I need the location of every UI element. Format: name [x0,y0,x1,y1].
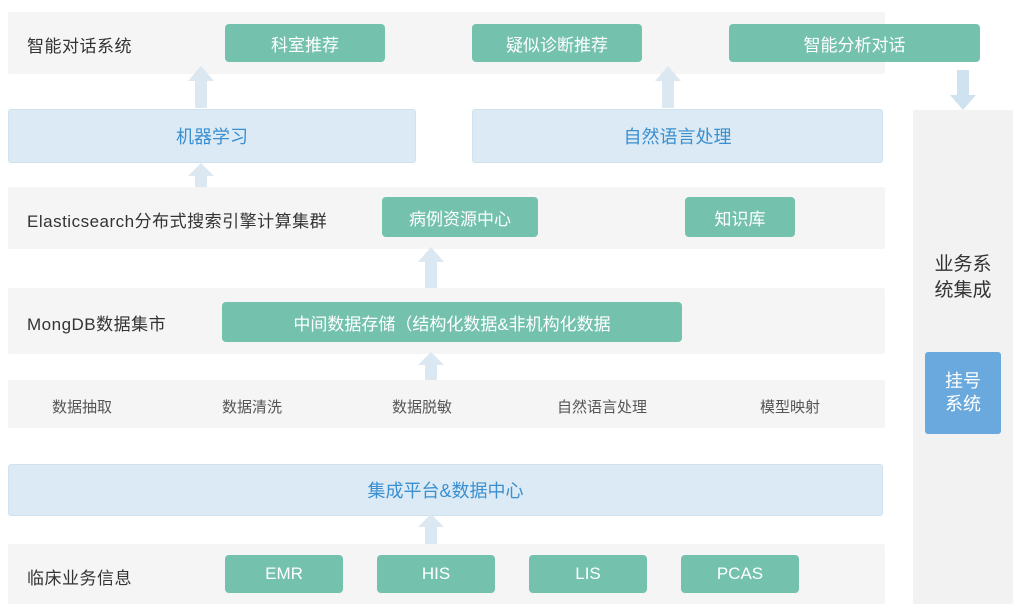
band-label-elasticsearch: Elasticsearch分布式搜索引擎计算集群 [27,212,328,231]
right-column-title-line2: 统集成 [934,279,992,301]
pill-case-resource-center[interactable]: 病例资源中心 [382,197,538,237]
registration-system-line2: 系统 [945,394,981,414]
pill-emr[interactable]: EMR [225,555,343,593]
pill-intelligent-analysis-dialog[interactable]: 智能分析对话 [729,24,980,62]
box-registration-system[interactable]: 挂号 系统 [925,352,1001,434]
pill-suspected-diagnosis-recommend[interactable]: 疑似诊断推荐 [472,24,642,62]
arrow-up-midstore-to-case-center [418,247,444,292]
right-column-title: 业务系 统集成 [918,252,1008,303]
arrow-up-ml-to-dialog [188,66,214,108]
band-label-dialog-system: 智能对话系统 [27,37,132,56]
arrow-up-clinical-to-platform [418,514,444,544]
box-machine-learning[interactable]: 机器学习 [8,109,416,163]
band-label-clinical-info: 临床业务信息 [27,569,132,588]
band-process [8,380,885,428]
pill-lis[interactable]: LIS [529,555,647,593]
band-label-mongodb: MongDB数据集市 [27,315,167,334]
box-nlp[interactable]: 自然语言处理 [472,109,883,163]
box-integration-platform[interactable]: 集成平台&数据中心 [8,464,883,516]
arrow-up-nlp-to-dialog [655,66,681,108]
proc-item-data-cleaning: 数据清洗 [222,399,283,416]
proc-item-model-mapping: 模型映射 [760,399,821,416]
proc-item-nlp: 自然语言处理 [557,399,648,416]
pill-pcas[interactable]: PCAS [681,555,799,593]
arrow-up-process-to-midstore [418,352,444,382]
proc-item-data-extract: 数据抽取 [52,399,113,416]
pill-department-recommend[interactable]: 科室推荐 [225,24,385,62]
right-column-title-line1: 业务系 [934,254,992,275]
arrow-down-to-business-systems [950,70,976,110]
arrow-up-case-center-to-ml [188,163,214,193]
pill-his[interactable]: HIS [377,555,495,593]
pill-knowledge-base[interactable]: 知识库 [685,197,795,237]
proc-item-data-desensitization: 数据脱敏 [392,399,453,416]
pill-intermediate-data-store[interactable]: 中间数据存储（结构化数据&非机构化数据 [222,302,682,342]
registration-system-line1: 挂号 [945,370,981,391]
